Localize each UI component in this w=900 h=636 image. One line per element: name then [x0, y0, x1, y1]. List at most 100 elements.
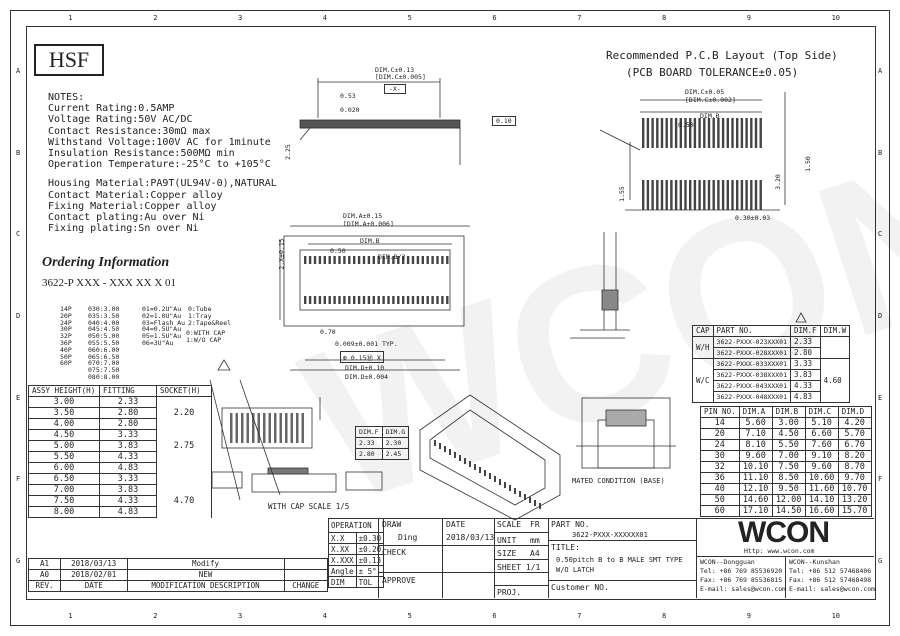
small-view-pin [301, 413, 304, 443]
row-label-right: C [878, 230, 883, 239]
height-table-cell: 7.00 [28, 484, 100, 496]
front-pin [436, 256, 439, 264]
tb-h-2 [378, 572, 548, 573]
pcb-pad [717, 180, 720, 210]
note-line: Operation Temperature:-25°C to +105°C [48, 159, 271, 171]
connector-3d-pin [474, 464, 476, 470]
dim-table-cell: 12.00 [771, 494, 806, 506]
pcb-pad [698, 180, 701, 210]
ordering-code: 3622-P XXX - XXX XX X 01 [42, 277, 177, 289]
cap-part-no: 3622-PXXX-028XXX01 [712, 347, 792, 359]
dim-225: 2.25 [283, 144, 292, 160]
cap-table-header: PART NO. [712, 325, 792, 337]
pcb-pad [698, 118, 701, 148]
pcb-pad [665, 180, 668, 210]
dim-table-cell: 8.50 [771, 472, 806, 484]
pcb-pad [674, 118, 678, 148]
pcb-pad [665, 118, 668, 148]
tb-h-4 [494, 559, 548, 560]
pcb-pad [679, 118, 682, 148]
connector-3d-pin [499, 479, 501, 485]
height-table-cell: 5.00 [28, 440, 100, 452]
dim-053: 0.53 [340, 92, 356, 100]
connector-3d-pin [434, 440, 436, 446]
pcb-pad [670, 180, 673, 210]
dg-name: WCON--Dongguan [700, 558, 755, 566]
dim-010: 0.10 [492, 116, 516, 126]
small-view-pin [285, 413, 288, 443]
dim-a2-label: [DIM.A±0.006] [343, 220, 394, 228]
scale-label: SCALE [497, 520, 522, 529]
ordering-option: 20P [60, 311, 72, 320]
height-table-cell [156, 484, 212, 496]
dim-table-cell: 6.60 [804, 428, 839, 440]
pcb-dimb-label: DIM.B [700, 112, 720, 120]
front-pin [382, 256, 385, 264]
dim-table-cell: 11.10 [738, 472, 773, 484]
pcb-pad [712, 118, 715, 148]
dim-table-cell: 10.60 [804, 472, 839, 484]
dim-0009-label: 0.009±0.001 TYP. [335, 340, 398, 348]
dim-table-cell: 20 [700, 428, 740, 440]
pcb-pad [712, 180, 715, 210]
cap-table-header: DIM.W [819, 325, 851, 337]
small-view-pin [235, 413, 238, 443]
connector-3d-pin [489, 473, 491, 479]
row-label-right: D [878, 311, 883, 320]
height-table-cell: 4.83 [99, 506, 157, 518]
kunshan-contact: WCON--Kunshan Tel: +86 512 57468406 Fax:… [789, 558, 875, 594]
ordering-option: 060:6.00 [88, 345, 120, 354]
front-pin [446, 256, 449, 264]
pcb-pad [689, 118, 692, 148]
pcb-pad [651, 180, 654, 210]
ordering-option: 03=Flash Au [142, 318, 186, 327]
note-line: Contact Resistance:30mΩ max [48, 125, 211, 137]
front-pin [446, 296, 449, 304]
pcb-pad [745, 180, 748, 210]
tolerance-row: X.XX±0.20 [328, 543, 385, 555]
connector-3d-pin [454, 452, 456, 458]
height-table-cell: 4.33 [99, 451, 157, 463]
row-label-right: E [878, 393, 883, 402]
front-pin [308, 296, 312, 304]
front-pin [411, 296, 415, 304]
pcb-pad [646, 180, 650, 210]
dim-table-cell: 4.50 [771, 428, 806, 440]
cap-part-no: 3622-PXXX-048XXX01 [712, 391, 792, 403]
ordering-option: 50P [60, 352, 72, 361]
row-label-left: E [16, 393, 21, 402]
height-table-cell: 6.00 [28, 462, 100, 474]
front-pin [338, 296, 341, 304]
front-pin [367, 256, 371, 264]
front-pin [372, 296, 375, 304]
cap-dim-w [819, 336, 851, 359]
revision-header: DATE [59, 580, 128, 592]
pcb-pad [731, 180, 734, 210]
dim-fg-header: DIM.F [355, 426, 383, 438]
column-label-bottom: 7 [577, 612, 582, 620]
dim-table-cell: 6.70 [837, 439, 872, 451]
dim-table-cell: 5.10 [804, 417, 839, 429]
front-pin [426, 296, 429, 304]
column-label-top: 9 [746, 14, 752, 22]
row-label-right: G [878, 557, 883, 566]
date-value: 2018/03/13 [446, 533, 495, 542]
date-label: DATE [446, 520, 466, 529]
front-pin [362, 296, 366, 304]
position-tolerance: ⊕ 0.15Ⓜ X [340, 351, 384, 363]
ordering-option: 050:5.00 [88, 332, 120, 341]
front-pin [426, 256, 429, 264]
dim-table-cell: 60 [700, 505, 740, 517]
column-label-bottom: 3 [238, 612, 243, 620]
row-label-left: F [16, 475, 21, 484]
draw-name: Ding [398, 533, 418, 542]
connector-3d-pin [464, 458, 466, 464]
dim-070-label: 0.70 [320, 328, 336, 336]
pcb-pad [707, 180, 711, 210]
column-label-bottom: 5 [407, 612, 412, 620]
